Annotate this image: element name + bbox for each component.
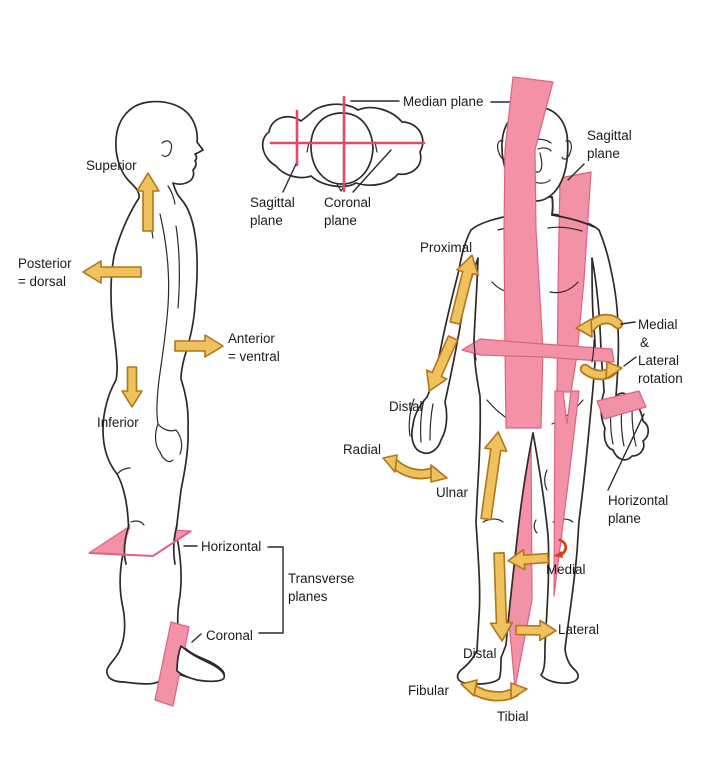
label-rotation-line2: & [640, 335, 649, 350]
median-plane-shape [503, 76, 554, 429]
radial-ulnar-arrow [382, 454, 448, 483]
lateral-rotation-arrow [579, 361, 623, 381]
label-distal-leg: Distal [463, 646, 497, 661]
label-topview-coronal-line1: Coronal [324, 195, 371, 210]
rotation-lateral-leader [623, 356, 637, 367]
sagittal-plane-lower-sliver [553, 390, 580, 597]
label-coronal: Coronal [206, 628, 253, 643]
label-inferior: Inferior [97, 415, 139, 430]
label-topview-sagittal-line1: Sagittal [250, 195, 295, 210]
waist-edge-right-restroke [591, 339, 595, 363]
label-posterior-line2: = dorsal [18, 274, 66, 289]
figure-front-view: Sagittal plane Proximal Medial & Lateral… [343, 76, 683, 724]
label-proximal: Proximal [420, 240, 472, 255]
side-horizontal-plane-front-edge [88, 530, 192, 558]
label-radial: Radial [343, 442, 381, 457]
horizontal-plane-leader [607, 413, 645, 491]
label-rotation-line3: Lateral [638, 353, 679, 368]
label-horizontal: Horizontal [201, 539, 261, 554]
label-distal-arm: Distal [389, 399, 423, 414]
transverse-bracket [258, 546, 284, 634]
label-topview-sagittal-line2: plane [250, 213, 283, 228]
medial-red-curl-arrow [553, 538, 568, 558]
side-front-foot [176, 645, 226, 683]
topview-sagittal-leader [282, 163, 297, 193]
topview-coronal-leader [352, 149, 392, 193]
horizontal-waist-band [461, 338, 615, 363]
label-median-plane: Median plane [403, 94, 483, 109]
side-leg-edge-right [172, 524, 178, 565]
side-body-silhouette [102, 100, 226, 685]
label-rotation-line1: Medial [638, 317, 677, 332]
front-shoulder-restroke [551, 214, 595, 228]
figure-top-view: Median plane Sagittal plane Coronal plan… [250, 94, 511, 228]
label-anterior-line2: = ventral [228, 349, 280, 364]
sagittal-right-leader [567, 163, 585, 181]
label-lateral: Lateral [558, 622, 599, 637]
side-leg-through-plane [125, 527, 176, 562]
side-leg-edge-left [123, 524, 130, 565]
front-body-silhouette [411, 196, 650, 685]
label-posterior-line1: Posterior [18, 256, 72, 271]
label-sagittal-right-line1: Sagittal [587, 128, 632, 143]
label-transverse-line1: Transverse [288, 571, 354, 586]
rotation-medial-leader [620, 321, 636, 325]
label-horizontal-plane-line1: Horizontal [608, 493, 668, 508]
label-rotation-line4: rotation [638, 371, 683, 386]
wrist-horizontal-plane-shape [596, 390, 647, 420]
figure-side-view: Superior Posterior = dorsal Anterior = v… [18, 100, 354, 707]
side-coronal-plane-shape [154, 621, 190, 707]
fibular-tibial-arrow [460, 679, 528, 702]
topview-head-outline [310, 112, 374, 185]
label-ulnar: Ulnar [436, 485, 469, 500]
waist-edge-left-restroke [473, 337, 477, 361]
label-medial: Medial [546, 562, 585, 577]
label-superior: Superior [86, 158, 137, 173]
front-neck-right-restroke [551, 196, 554, 216]
label-transverse-line2: planes [288, 589, 328, 604]
medial-rotation-arrow [575, 313, 624, 338]
label-sagittal-right-line2: plane [587, 146, 620, 161]
coronal-leader [191, 633, 202, 643]
label-tibial: Tibial [497, 709, 529, 724]
label-anterior-line1: Anterior [228, 331, 275, 346]
label-fibular: Fibular [408, 683, 449, 698]
label-horizontal-plane-line2: plane [608, 511, 641, 526]
label-topview-coronal-line2: plane [324, 213, 357, 228]
